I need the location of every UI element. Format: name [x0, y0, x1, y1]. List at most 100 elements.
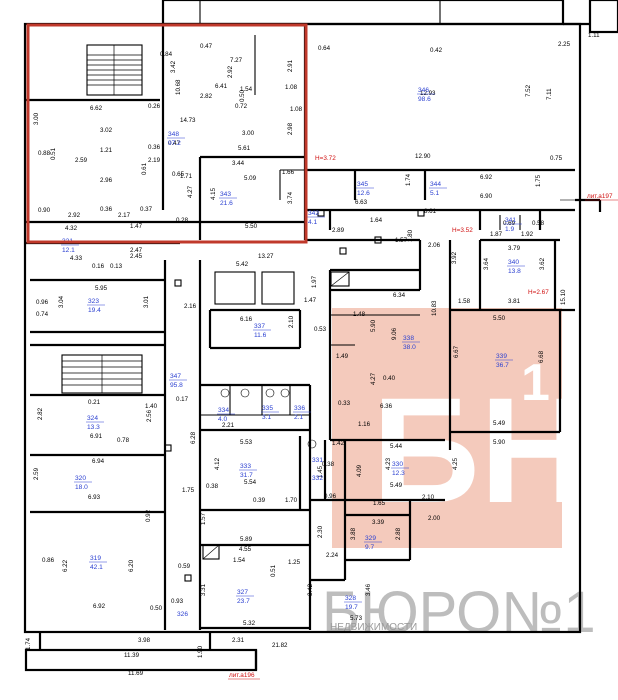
dimension-label: 3.79: [508, 245, 521, 252]
dimension-label: 1.21: [100, 147, 113, 154]
room-number: 343: [220, 191, 231, 198]
dimension-label: 5.49: [390, 482, 403, 489]
room-number: 331: [312, 457, 323, 464]
dimension-label: 0.74: [36, 311, 49, 318]
dimension-label: 1.74: [25, 637, 32, 650]
dimension-label: 1.08: [290, 106, 303, 113]
dimension-label: 2.56: [146, 409, 153, 422]
watermark-brand-line2: НЕДВИЖИМОСТИ: [330, 622, 417, 633]
room-area: 4.0: [218, 416, 227, 423]
dimension-label: 1.08: [285, 84, 298, 91]
room-area: 4.1: [308, 219, 317, 226]
dimension-label: 2.17: [118, 212, 131, 219]
dimension-label: 0.37: [140, 206, 153, 213]
dimension-label: 4.27: [370, 372, 377, 385]
dimension-label: 1.65: [373, 500, 386, 507]
dimension-label: 1.64: [370, 217, 383, 224]
room-labels: 34698.634897.234321.634512.63445.13424.1…: [61, 87, 525, 618]
dimension-label: 4.15: [210, 187, 217, 200]
room-number: 319: [90, 555, 101, 562]
dimension-label: 4.25: [452, 457, 459, 470]
room-area: 42.1: [90, 564, 103, 571]
dimension-label: 11.69: [128, 670, 144, 677]
dimension-label: 2.45: [130, 253, 143, 260]
dimension-label: 1.48: [353, 311, 366, 318]
dimension-label: 0.93: [171, 598, 184, 605]
dimension-label: 3.81: [508, 298, 521, 305]
watermark-logo-box: [332, 308, 562, 548]
dimension-label: 21.82: [272, 642, 288, 649]
dimension-label: 6.36: [380, 403, 393, 410]
dimension-label: 0.65: [172, 171, 185, 178]
dimension-label: 5.32: [243, 620, 256, 627]
dimension-label: 3.00: [33, 112, 40, 125]
dimension-label: 1.11: [588, 32, 600, 39]
dimension-label: 5.09: [244, 175, 257, 182]
dimension-label: 2.16: [184, 303, 197, 310]
watermark-logo-superscript: 1: [521, 354, 550, 412]
room-area: 31.7: [240, 472, 253, 479]
room-number: 342: [308, 210, 319, 217]
room-number: 329: [365, 535, 376, 542]
dimension-label: 1.40: [145, 403, 158, 410]
dimension-label: 4.27: [187, 185, 194, 198]
dimension-label: 0.50: [239, 89, 246, 102]
dimension-label: 2.47: [130, 247, 143, 254]
dimension-label: 2.30: [317, 525, 324, 538]
interior-walls: [25, 24, 575, 630]
dimension-label: 6.68: [538, 350, 545, 363]
dimension-label: 3.00: [242, 130, 255, 137]
dimension-label: 0.36: [100, 206, 113, 213]
dimension-label: 1.49: [336, 353, 349, 360]
dimension-label: 0.38: [206, 483, 219, 490]
dimension-label: 1.97: [311, 275, 318, 288]
dimension-label: 3.44: [232, 160, 245, 167]
room-area: 38.0: [403, 344, 416, 351]
dimension-label: 0.38: [322, 461, 335, 468]
dimension-label: 4.23: [385, 457, 392, 470]
dimension-label: 5.90: [493, 439, 506, 446]
dimension-label: 2.91: [287, 59, 294, 72]
dimension-label: 0.88: [38, 150, 51, 157]
room-area: 36.7: [496, 362, 509, 369]
height-mark-2: H=3.52: [452, 227, 473, 234]
height-marks: H=3.72 H=3.52 H=2.67 лит.а197 лит.а196: [228, 155, 618, 680]
dimension-label: 0.64: [318, 45, 331, 52]
room-area: 9.7: [365, 544, 374, 551]
dimension-label: 6.41: [215, 83, 228, 90]
dimension-label: 12.93: [420, 90, 436, 97]
dimension-label: 1.57: [200, 512, 207, 525]
watermark-logo-letters: БН: [372, 366, 588, 534]
height-mark-3: H=2.67: [528, 289, 549, 296]
room-area: 3.1: [262, 414, 271, 421]
dimension-label: 2.98: [287, 122, 294, 135]
dimension-label: 5.49: [493, 420, 506, 427]
dimension-label: 6.94: [92, 458, 105, 465]
watermark-logo: БН 1 БЮРО№1 НЕДВИЖИМОСТИ: [322, 308, 596, 645]
room-area: 19.4: [88, 307, 101, 314]
dimension-label: 3.64: [483, 257, 490, 270]
room-area: 12.3: [392, 470, 405, 477]
dimension-label: 2.00: [428, 515, 441, 522]
room-number: 335: [262, 405, 273, 412]
dimension-label: 2.96: [100, 177, 113, 184]
dimension-label: 0.51: [270, 564, 277, 577]
dimension-label: 5.42: [236, 261, 249, 268]
room-number: 327: [237, 589, 248, 596]
dimension-label: 1.54: [240, 86, 253, 93]
dimension-label: 5.50: [245, 223, 258, 230]
lit-mark-1: лит.а197: [587, 193, 613, 200]
dimension-label: 1.66: [282, 169, 295, 176]
dimension-label: 3.42: [170, 60, 177, 73]
dimension-label: 1.42: [332, 440, 345, 447]
room-area: 97.2: [168, 140, 181, 147]
dimension-label: 13.27: [258, 253, 274, 260]
dimension-label: 6.34: [393, 292, 406, 299]
dimension-label: 0.47: [200, 43, 213, 50]
dimension-label: 0.61: [141, 162, 148, 175]
room-number: 338: [403, 335, 414, 342]
dimension-label: 14.73: [180, 117, 196, 124]
dimension-label: 9.06: [391, 327, 398, 340]
dimension-label: 3.01: [143, 295, 150, 308]
dimension-label: 0.13: [110, 263, 123, 270]
